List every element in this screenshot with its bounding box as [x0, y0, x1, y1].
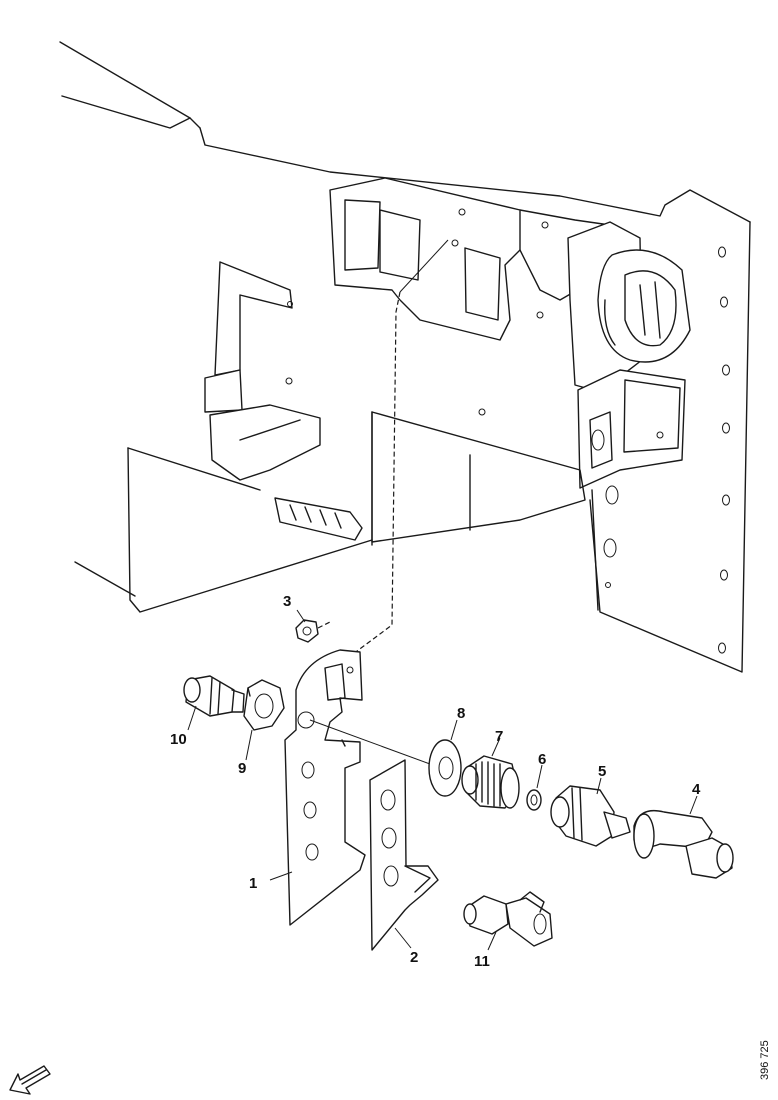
leader-9: [245, 729, 253, 761]
part-8-washer: [428, 719, 462, 797]
callout-6: 6: [538, 751, 546, 768]
callout-1: 1: [249, 875, 257, 892]
part-9-hex-nut: [243, 679, 285, 731]
arrow-down-left-icon: [9, 1065, 51, 1095]
part-6-o-ring: [526, 764, 543, 811]
leader-1: [269, 871, 293, 881]
assembly-axis: [309, 719, 431, 765]
callout-3: 3: [283, 593, 291, 610]
part-10-bulb-socket: [183, 675, 245, 717]
callout-10: 10: [170, 731, 187, 748]
part-2-back-plate: [369, 759, 439, 951]
callout-9: 9: [238, 760, 246, 777]
leader-2: [394, 927, 412, 949]
callout-8: 8: [457, 705, 465, 722]
part-3-nut: [295, 609, 331, 643]
part-5-switch-cylinder: [550, 777, 631, 847]
callout-7: 7: [495, 728, 503, 745]
callout-11: 11: [474, 953, 490, 970]
part-7-threaded-body: [461, 737, 520, 809]
part-4-knob: [633, 795, 734, 879]
reference-number: 396 725: [759, 1040, 771, 1080]
callout-5: 5: [598, 763, 606, 780]
guide-line: [344, 239, 449, 661]
callout-4: 4: [692, 781, 701, 798]
part-1-mounting-plate: [284, 649, 366, 926]
part-11-bulb-holder: [463, 891, 553, 951]
dashboard-frame: [59, 41, 751, 673]
leader-10: [187, 705, 197, 731]
callout-2: 2: [410, 949, 418, 966]
